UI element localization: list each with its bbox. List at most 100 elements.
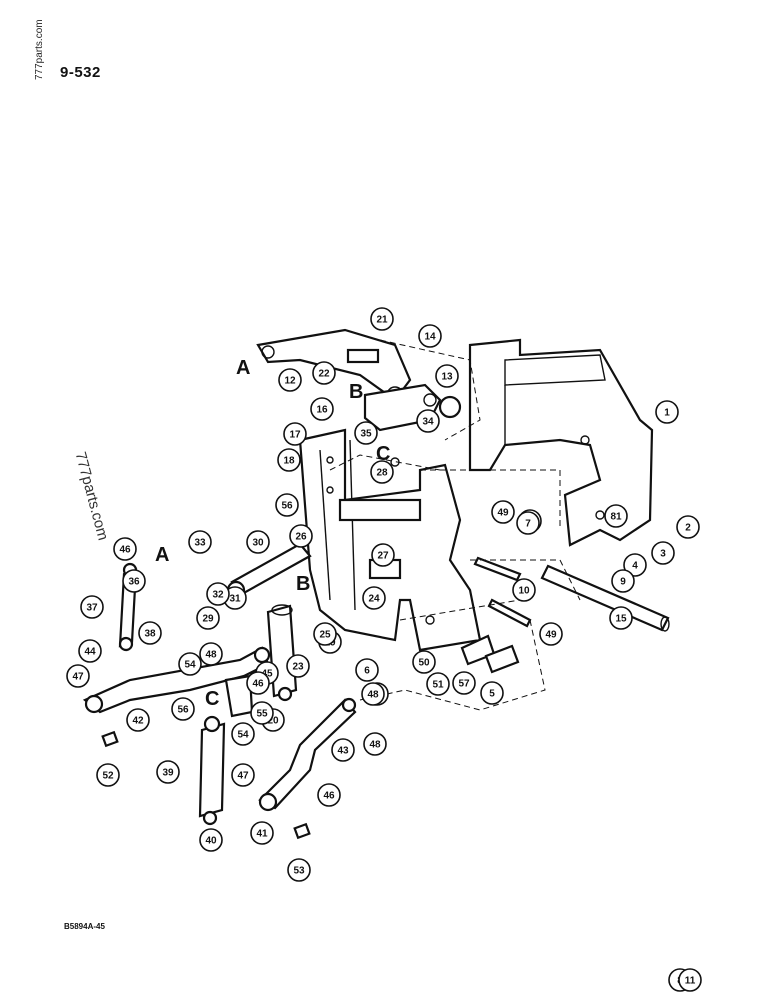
wear-pads (460, 634, 520, 674)
callout-38: 38 (138, 621, 162, 645)
callout-12: 12 (278, 368, 302, 392)
callout-circle (289, 524, 313, 548)
callout-number: 14 (424, 332, 436, 343)
callout-6: 6 (355, 658, 379, 682)
callout-number: 3 (660, 549, 666, 560)
callout-circle (516, 511, 540, 535)
callout-42: 42 (126, 708, 150, 732)
callout-number: 26 (295, 532, 307, 543)
callout-number: 46 (252, 679, 264, 690)
ref-letter-a-lower: A (155, 544, 169, 566)
callout-10: 10 (512, 578, 536, 602)
callout-81: 81 (604, 504, 628, 528)
callout-circle (138, 621, 162, 645)
callout-number: 56 (177, 705, 189, 716)
callout-number: 11 (685, 976, 696, 987)
callout-number: 1 (664, 408, 670, 419)
callout-number: 49 (545, 630, 557, 641)
callout-32: 32 (206, 582, 230, 606)
callout-number: 46 (119, 545, 131, 556)
callout-17: 17 (283, 422, 307, 446)
callout-number: 29 (202, 614, 214, 625)
callout-2: 2 (676, 515, 700, 539)
callout-number: 32 (212, 590, 224, 601)
callout-53: 53 (287, 858, 311, 882)
callout-circle (231, 763, 255, 787)
callout-number: 25 (319, 630, 331, 641)
callout-52: 52 (96, 763, 120, 787)
callout-circle (611, 569, 635, 593)
callout-number: 41 (256, 829, 268, 840)
callout-number: 24 (368, 594, 380, 605)
callout-number: 35 (360, 429, 372, 440)
callout-number: 50 (418, 658, 430, 669)
callout-49: 49 (491, 500, 515, 524)
callout-48: 48 (199, 642, 223, 666)
callout-14: 14 (418, 324, 442, 348)
callout-37: 37 (80, 595, 104, 619)
callout-5: 5 (480, 681, 504, 705)
callout-circle (362, 586, 386, 610)
callout-49: 49 (539, 622, 563, 646)
callout-35: 35 (354, 421, 378, 445)
ref-letter-c-lower: C (205, 688, 219, 710)
rocker-plate (363, 383, 462, 432)
callout-4: 4 (623, 553, 647, 577)
callout-number: 51 (432, 680, 444, 691)
callout-28: 28 (370, 460, 394, 484)
callout-number: 22 (318, 369, 330, 380)
callout-circle (416, 409, 440, 433)
callout-number: 10 (518, 586, 530, 597)
callout-44: 44 (78, 639, 102, 663)
callout-circle (317, 783, 341, 807)
callout-circle (435, 364, 459, 388)
callout-circle (370, 307, 394, 331)
callout-number: 56 (281, 501, 293, 512)
callout-48: 48 (361, 682, 385, 706)
callout-circle (452, 671, 476, 695)
callout-circle (196, 606, 220, 630)
callout-13: 13 (435, 364, 459, 388)
callout-number: 27 (377, 551, 389, 562)
callout-circle (678, 968, 702, 992)
callout-26: 26 (289, 524, 313, 548)
callout-number: 7 (525, 519, 531, 530)
hitch-cylinder (198, 715, 226, 826)
callout-number: 36 (128, 577, 140, 588)
callout-circle (66, 664, 90, 688)
callout-number: 2 (685, 523, 691, 534)
callout-15: 15 (609, 606, 633, 630)
rear-frame-plate (375, 338, 654, 547)
callout-number: 16 (316, 405, 328, 416)
callout-33: 33 (188, 530, 212, 554)
callout-circle (426, 672, 450, 696)
callout-circle (418, 324, 442, 348)
callout-circle (480, 681, 504, 705)
callout-circle (655, 400, 679, 424)
ref-letter-b-upper: B (349, 381, 363, 403)
callout-51: 51 (426, 672, 450, 696)
callout-circle (371, 543, 395, 567)
callout-number: 54 (237, 730, 249, 741)
pin-10 (473, 556, 522, 582)
callout-number: 53 (293, 866, 305, 877)
callout-number: 47 (72, 672, 84, 683)
callout-number: 39 (162, 768, 174, 779)
page-number: 9-532 (60, 64, 101, 81)
callout-43: 43 (331, 738, 355, 762)
callout-1: 1 (655, 400, 679, 424)
callout-circle (363, 732, 387, 756)
callout-number: 15 (615, 614, 627, 625)
callout-34: 34 (416, 409, 440, 433)
ref-letter-a-upper: A (236, 357, 250, 379)
figure-code: B5894A-45 (64, 922, 105, 931)
callout-3: 3 (651, 541, 675, 565)
callout-circle (623, 553, 647, 577)
callout-39: 39 (156, 760, 180, 784)
callouts: 1234819101112131415161718192021222324252… (66, 307, 702, 992)
callout-number: 5 (489, 689, 495, 700)
callout-circle (188, 530, 212, 554)
callout-41: 41 (250, 821, 274, 845)
callout-circle (278, 368, 302, 392)
